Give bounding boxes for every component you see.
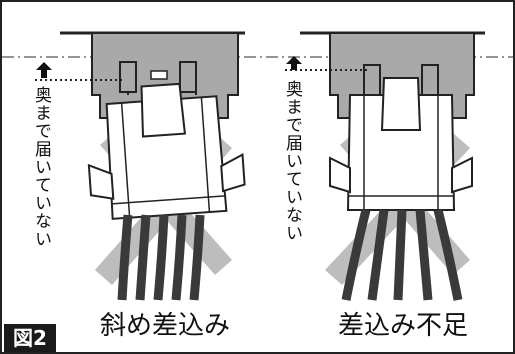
left-up-arrow bbox=[36, 62, 52, 78]
left-caption: 斜め差込み bbox=[99, 311, 230, 341]
right-wires bbox=[341, 208, 463, 301]
left-wires bbox=[117, 214, 205, 301]
right-plug bbox=[329, 77, 473, 211]
right-up-arrow bbox=[286, 56, 302, 70]
left-terminal-left bbox=[119, 61, 137, 93]
right-note: 奥まで届いていない bbox=[282, 80, 302, 242]
left-note: 奥まで届いていない bbox=[31, 86, 51, 248]
left-latch bbox=[150, 70, 168, 80]
left-diagram bbox=[35, 31, 246, 301]
right-caption: 差込み不足 bbox=[337, 311, 468, 341]
left-terminal-right bbox=[179, 61, 197, 93]
left-plug bbox=[87, 82, 246, 220]
right-terminal-right bbox=[421, 64, 439, 96]
figure-label: 図2 bbox=[4, 324, 56, 352]
right-diagram bbox=[285, 31, 485, 301]
